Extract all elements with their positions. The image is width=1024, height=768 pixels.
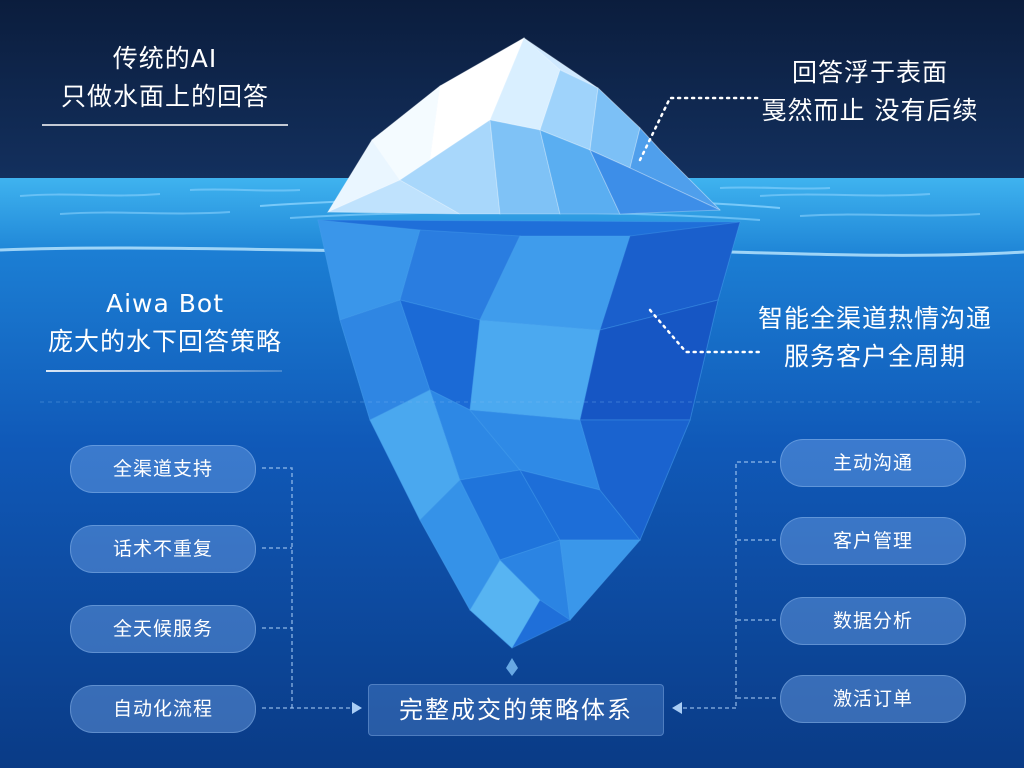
iceberg-underwater (317, 219, 741, 649)
right-arrow-head (672, 702, 682, 714)
pill-varied-scripts: 话术不重复 (70, 525, 256, 573)
pill-proactive-communication: 主动沟通 (780, 439, 966, 487)
heading-omnichannel-line1: 智能全渠道热情沟通 (757, 304, 992, 333)
ripples (19, 186, 981, 221)
heading-surface-answers: 回答浮于表面 戛然而止 没有后续 (740, 54, 1000, 130)
left-bracket (262, 467, 352, 709)
heading-underline-mid (46, 370, 282, 372)
connector-mid-right (648, 308, 762, 354)
center-strategy-box: 完整成交的策略体系 (368, 684, 664, 736)
heading-traditional-ai-line1: 传统的AI (112, 44, 218, 73)
connector-top-right (638, 96, 762, 162)
left-arrow-head (352, 702, 362, 714)
heading-aiwa-bot-line1: Aiwa Bot (105, 289, 224, 318)
pill-24-7-service: 全天候服务 (70, 605, 256, 653)
heading-traditional-ai: 传统的AI 只做水面上的回答 (40, 40, 290, 116)
heading-omnichannel: 智能全渠道热情沟通 服务客户全周期 (740, 300, 1010, 376)
right-bracket (682, 461, 776, 709)
pill-automation: 自动化流程 (70, 685, 256, 733)
heading-surface-answers-line1: 回答浮于表面 (791, 58, 948, 87)
heading-surface-answers-line2: 戛然而止 没有后续 (761, 96, 979, 125)
heading-aiwa-bot-line2: 庞大的水下回答策略 (47, 327, 282, 356)
pill-data-analysis: 数据分析 (780, 597, 966, 645)
sea-surface (0, 178, 1024, 256)
heading-underline-top (42, 124, 288, 126)
iceberg-tip (326, 36, 722, 215)
droplet-icon (506, 658, 518, 676)
heading-traditional-ai-line2: 只做水面上的回答 (60, 82, 269, 111)
pill-activate-orders: 激活订单 (780, 675, 966, 723)
heading-omnichannel-line2: 服务客户全周期 (783, 342, 966, 371)
pill-omnichannel-support: 全渠道支持 (70, 445, 256, 493)
heading-aiwa-bot: Aiwa Bot 庞大的水下回答策略 (30, 285, 300, 361)
pill-customer-management: 客户管理 (780, 517, 966, 565)
